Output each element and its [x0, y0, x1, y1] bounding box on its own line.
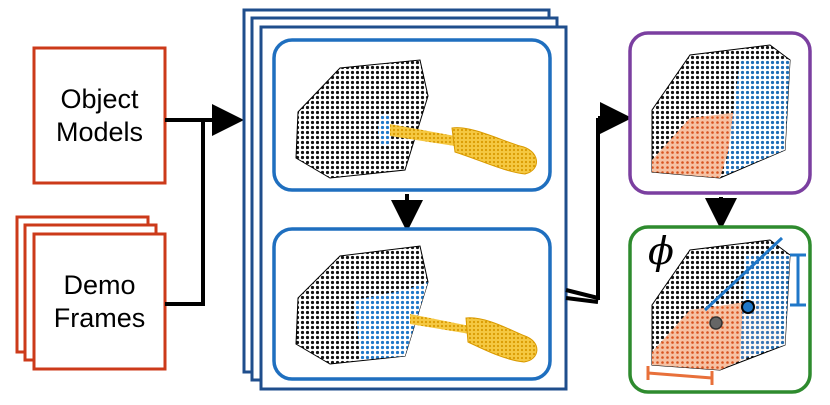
width-bracket	[646, 366, 714, 385]
object-models-label: Object Models	[55, 84, 144, 147]
initial-pose-panel	[272, 38, 552, 192]
parameters-panel	[628, 225, 812, 394]
output-connector	[565, 102, 632, 304]
demo-frames-label: Demo Frames	[53, 270, 146, 333]
segmentation-panel	[628, 31, 812, 195]
demo-frames-stack	[15, 215, 167, 371]
input-connector	[165, 104, 244, 306]
contact-region	[355, 282, 428, 360]
object-models-box	[32, 46, 167, 185]
keypoint-blue	[741, 300, 755, 314]
height-bracket	[790, 253, 806, 307]
keypoint-gray	[709, 316, 723, 330]
segmented-pose-panel	[272, 227, 552, 381]
axis-line	[703, 236, 784, 312]
tool-point-cloud	[451, 127, 537, 175]
phi-symbol: ϕ	[648, 229, 674, 273]
